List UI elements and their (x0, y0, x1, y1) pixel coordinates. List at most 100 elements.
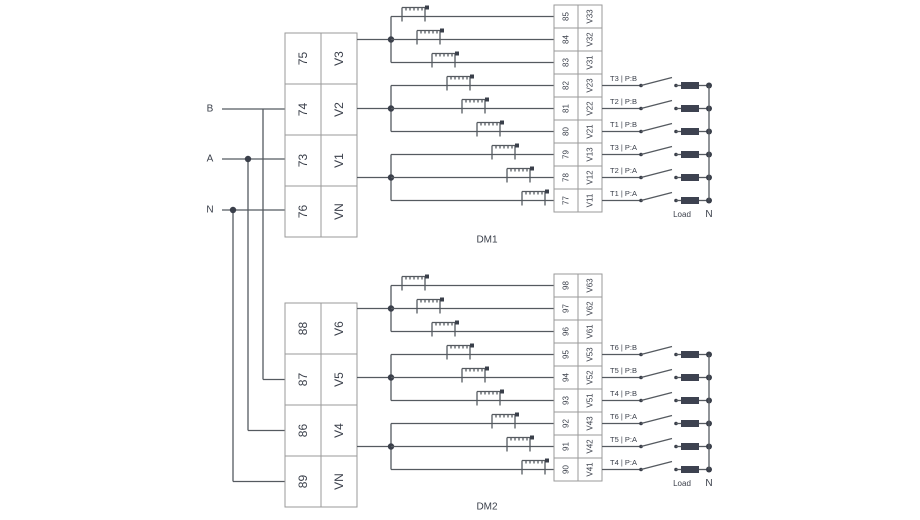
circuit-label: T6 | P:A (610, 412, 637, 421)
output-terminal-number: 84 (562, 35, 571, 44)
switch-blade (640, 145, 673, 156)
junction-dot (244, 155, 252, 163)
main-terminal-number: 89 (296, 475, 310, 489)
load-label: Load (673, 479, 691, 488)
load-resistor (681, 197, 699, 204)
switch-blade (640, 437, 673, 448)
tap-marker (440, 28, 444, 33)
input-lines: B A N (206, 104, 285, 483)
switch-blade (640, 191, 673, 202)
main-terminal-label-cell (320, 455, 358, 508)
main-terminal-number: 74 (296, 103, 310, 117)
tap-marker (515, 143, 519, 148)
switch-load-circuit: T6 | P:B (602, 343, 712, 358)
load-resistor (681, 443, 699, 450)
switch-load-circuit: T3 | P:A (602, 143, 712, 158)
switch-load-circuit: T5 | P:B (602, 366, 712, 381)
output-terminal-label: V53 (586, 347, 595, 362)
main-terminal-label: V3 (332, 51, 346, 66)
switch-load-circuit: T2 | P:A (602, 166, 712, 181)
main-terminal-label: V2 (332, 102, 346, 117)
module-title: DM2 (476, 502, 498, 513)
output-terminal-label: V41 (586, 462, 595, 477)
output-terminal-number: 96 (562, 327, 571, 336)
switch-load-circuit: T4 | P:B (602, 389, 712, 404)
main-terminal-number-cell (284, 404, 322, 457)
switch-load-circuit: T4 | P:A (602, 458, 712, 473)
main-terminal-number: 88 (296, 322, 310, 336)
load-resistor (681, 151, 699, 158)
output-terminal-label: V13 (586, 147, 595, 162)
switch-blade (640, 99, 673, 110)
output-terminal-label: V62 (586, 301, 595, 316)
output-terminal-label: V52 (586, 370, 595, 385)
switch-load-circuit: T1 | P:B (602, 120, 712, 135)
output-terminal-label: V22 (586, 101, 595, 116)
neutral-label: N (705, 478, 712, 489)
load-resistor (681, 374, 699, 381)
main-terminal-label-cell (320, 185, 358, 238)
output-terminal-number: 97 (562, 304, 571, 313)
tap-marker (455, 51, 459, 56)
junction-dot (229, 206, 237, 214)
circuit-label: T4 | P:B (610, 389, 637, 398)
main-terminal-number-cell (284, 455, 322, 508)
load-resistor (681, 174, 699, 181)
phase-group (357, 143, 554, 206)
input-label: N (206, 205, 213, 216)
output-terminal-number: 85 (562, 12, 571, 21)
output-terminal-label: V61 (586, 324, 595, 339)
tap-marker (500, 389, 504, 394)
output-terminal-number: 93 (562, 396, 571, 405)
switch-load-circuit: T6 | P:A (602, 412, 712, 427)
switch-load-circuit: T2 | P:B (602, 97, 712, 112)
output-terminal-label: V42 (586, 439, 595, 454)
switch-blade (640, 368, 673, 379)
tap-marker (545, 189, 549, 194)
output-terminal-number: 92 (562, 419, 571, 428)
output-terminal-label: V63 (586, 278, 595, 293)
input-label: B (207, 104, 214, 115)
output-terminal-label: V12 (586, 170, 595, 185)
circuit-label: T6 | P:B (610, 343, 637, 352)
switch-blade (640, 460, 673, 471)
output-terminal-label: V23 (586, 78, 595, 93)
main-terminal-number: 75 (296, 52, 310, 66)
switch-blade (640, 414, 673, 425)
switch-blade (640, 76, 673, 87)
circuit-label: T2 | P:A (610, 166, 637, 175)
tap-marker (500, 120, 504, 125)
circuit-label: T4 | P:A (610, 458, 637, 467)
input-label: A (207, 154, 214, 165)
tap-marker (470, 343, 474, 348)
switch-load-circuit: T1 | P:A (602, 189, 712, 204)
circuit-label: T5 | P:A (610, 435, 637, 444)
output-terminal-label: V11 (586, 193, 595, 207)
tap-marker (485, 97, 489, 102)
load-resistor (681, 397, 699, 404)
output-terminal-number: 95 (562, 350, 571, 359)
load-resistor (681, 82, 699, 89)
main-terminal-label: V5 (332, 372, 346, 387)
output-terminal-number: 78 (562, 173, 571, 182)
tap-marker (440, 297, 444, 302)
circuit-label: T3 | P:B (610, 74, 637, 83)
main-terminal-number: 87 (296, 373, 310, 387)
circuit-label: T5 | P:B (610, 366, 637, 375)
output-terminal-number: 90 (562, 465, 571, 474)
output-terminal-number: 80 (562, 127, 571, 136)
main-terminal-label: VN (332, 473, 346, 490)
main-terminal-label: V6 (332, 321, 346, 336)
circuit-label: T1 | P:B (610, 120, 637, 129)
output-terminal-label: V43 (586, 416, 595, 431)
main-terminal-label-cell (320, 302, 358, 355)
main-terminal-label: VN (332, 203, 346, 220)
phase-group (357, 74, 554, 137)
output-terminal-number: 98 (562, 281, 571, 290)
phase-group (357, 274, 554, 337)
output-terminal-number: 83 (562, 58, 571, 67)
output-terminal-label: V33 (586, 9, 595, 24)
circuit-label: T2 | P:B (610, 97, 637, 106)
output-terminal-number: 79 (562, 150, 571, 159)
